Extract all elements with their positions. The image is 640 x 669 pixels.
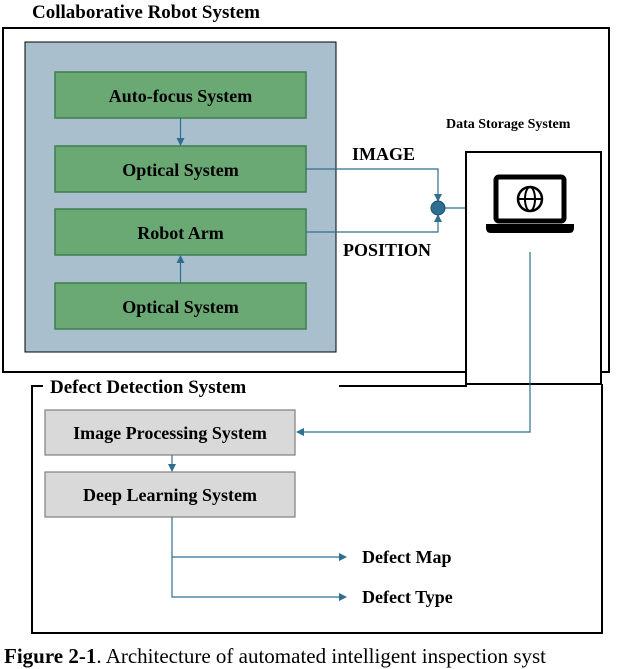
autofocus-label: Auto-focus System: [109, 86, 253, 106]
robot-arm-label: Robot Arm: [137, 223, 224, 243]
figure-caption: Figure 2-1. Architecture of automated in…: [4, 644, 546, 668]
image-label: IMAGE: [352, 144, 415, 164]
image-processing-label: Image Processing System: [73, 423, 267, 443]
position-label: POSITION: [343, 240, 431, 260]
caption-label: Figure 2-1: [4, 644, 96, 668]
defect-type-label: Defect Type: [362, 587, 453, 607]
robot-arm-block: Robot Arm: [54, 208, 307, 256]
merge-node: [430, 200, 446, 216]
position-signal-line: [306, 214, 442, 233]
laptop-globe-icon: [486, 174, 574, 233]
optical-system-label-top: Optical System: [122, 160, 239, 180]
storage-to-processing-line: [296, 252, 531, 436]
robot-system-frame: [2, 27, 610, 373]
defect-system-frame: [31, 384, 603, 634]
arrow-to-defect-type: [171, 517, 347, 601]
autofocus-block: Auto-focus System: [54, 71, 307, 119]
optical-system-block-top: Optical System: [54, 145, 307, 193]
storage-title: Data Storage System: [446, 117, 571, 132]
optical-system-label-bottom: Optical System: [122, 297, 239, 317]
storage-to-defect-link: [339, 382, 467, 387]
defect-map-label: Defect Map: [362, 547, 451, 567]
deep-learning-block: Deep Learning System: [44, 471, 296, 518]
defect-system-title: Defect Detection System: [50, 377, 246, 398]
image-signal-line: [306, 168, 442, 202]
optical-system-block-bottom: Optical System: [54, 282, 307, 330]
robot-system-title: Collaborative Robot System: [32, 2, 260, 23]
image-processing-block: Image Processing System: [44, 409, 296, 456]
caption-text: . Architecture of automated intelligent …: [96, 644, 546, 668]
deep-learning-label: Deep Learning System: [83, 485, 257, 505]
